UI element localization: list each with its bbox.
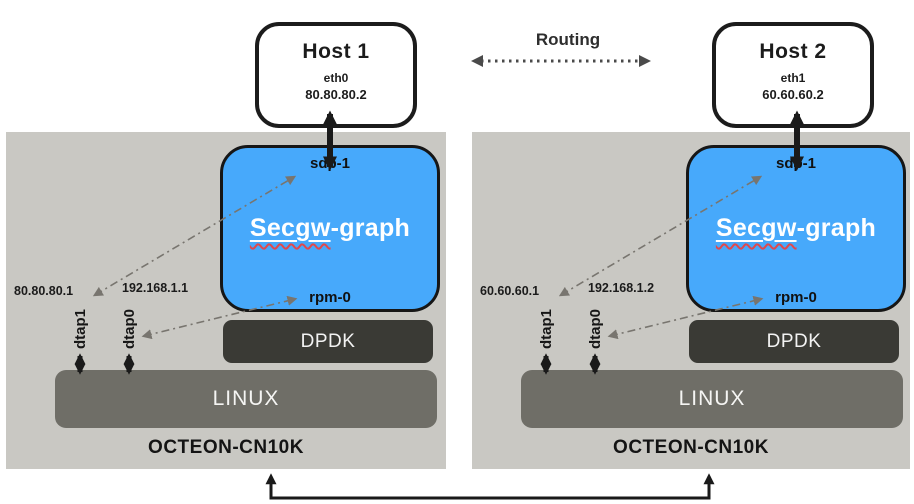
host2-ip: 60.60.60.2	[762, 86, 824, 102]
panel-to-panel-connector	[265, 473, 715, 500]
host2-box: Host 2 eth1 60.60.60.2	[712, 22, 874, 128]
port-rpm0: rpm-0	[775, 289, 817, 306]
dtap1-sdp1-link-2	[558, 175, 763, 297]
host1-title: Host 1	[302, 40, 370, 63]
host1-ip: 80.80.80.2	[305, 86, 367, 102]
dtap1-ip-2: 60.60.60.1	[480, 284, 540, 298]
dtap1-sdp1-link-1	[92, 175, 297, 297]
host2-interface: eth1	[780, 71, 806, 85]
dtap0-rpm0-link-1	[141, 295, 298, 340]
dtap0-rpm0-link-2	[607, 295, 764, 340]
routing-label: Routing	[535, 30, 601, 49]
linux-box-1: LINUX	[55, 370, 437, 428]
host2-title: Host 2	[759, 40, 827, 63]
octeon-label-2: OCTEON-CN10K	[613, 437, 769, 458]
app-name-suffix: -graph	[330, 214, 411, 242]
linux-box-2: LINUX	[521, 370, 903, 428]
app-name-suffix: -graph	[796, 214, 877, 242]
host1-box: Host 1 eth0 80.80.80.2	[255, 22, 417, 128]
dtap1-ip-1: 80.80.80.1	[14, 284, 74, 298]
port-rpm0: rpm-0	[309, 289, 351, 306]
host1-interface: eth0	[323, 71, 349, 85]
octeon-label-1: OCTEON-CN10K	[148, 437, 304, 458]
